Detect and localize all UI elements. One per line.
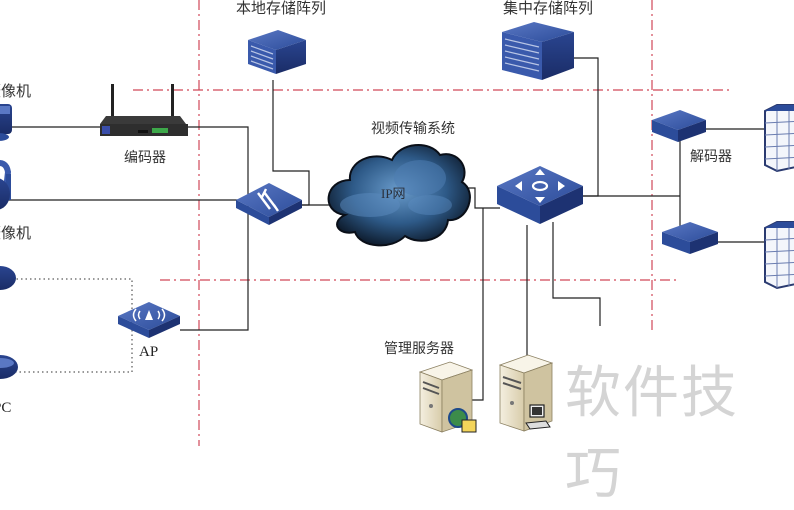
link-local-storage-switch xyxy=(272,80,310,206)
encoder-router-icon xyxy=(100,84,188,136)
wires xyxy=(8,57,765,401)
link-encoder-switch xyxy=(180,126,249,331)
cloud-label: IP网 xyxy=(381,186,406,201)
wireless-links xyxy=(12,278,133,373)
system-title: 视频传输系统 xyxy=(371,121,455,137)
ip-cloud-icon xyxy=(327,143,471,247)
camera-1-icon xyxy=(0,104,12,141)
link-central-storage-core xyxy=(572,57,599,197)
computer-icon xyxy=(525,404,551,430)
camera-2-icon xyxy=(0,160,12,210)
camera-1-label: 摄像机 xyxy=(0,82,32,100)
decoder-label: 解码器 xyxy=(690,149,732,165)
local-storage-array-icon xyxy=(248,30,306,74)
wireless-ap-icon xyxy=(118,302,180,338)
management-server-label: 管理服务器 xyxy=(384,341,454,357)
ipc-camera-icon xyxy=(0,355,18,379)
network-topology-diagram xyxy=(0,0,794,446)
core-switch-icon xyxy=(497,166,583,224)
encoder-label: 编码器 xyxy=(124,150,166,166)
decoder-1-icon xyxy=(652,110,706,142)
link-ipc-ap-upper xyxy=(12,278,133,373)
ipc-label: IPC xyxy=(0,400,12,416)
management-server-icon xyxy=(418,361,477,433)
central-storage-array-icon xyxy=(502,22,574,80)
decoder-2-icon xyxy=(662,222,718,254)
access-switch-icon xyxy=(236,183,302,225)
central-storage-label: 集中存储阵列 xyxy=(503,0,594,17)
client-server-icon xyxy=(498,354,554,432)
link-core-mgmt-server xyxy=(472,208,484,401)
watermark-text: 软件技巧 xyxy=(565,361,739,507)
video-wall-1-icon xyxy=(764,104,794,173)
link-core-extra xyxy=(552,222,601,326)
folder-icon xyxy=(461,419,477,433)
ap-label: AP xyxy=(139,344,159,360)
camera-2-label: 摄像机 xyxy=(0,224,32,242)
dome-camera-icon xyxy=(0,266,16,290)
local-storage-label: 本地存储阵列 xyxy=(236,0,327,17)
zone-dividers xyxy=(133,0,730,446)
video-wall-2-icon xyxy=(764,221,794,290)
